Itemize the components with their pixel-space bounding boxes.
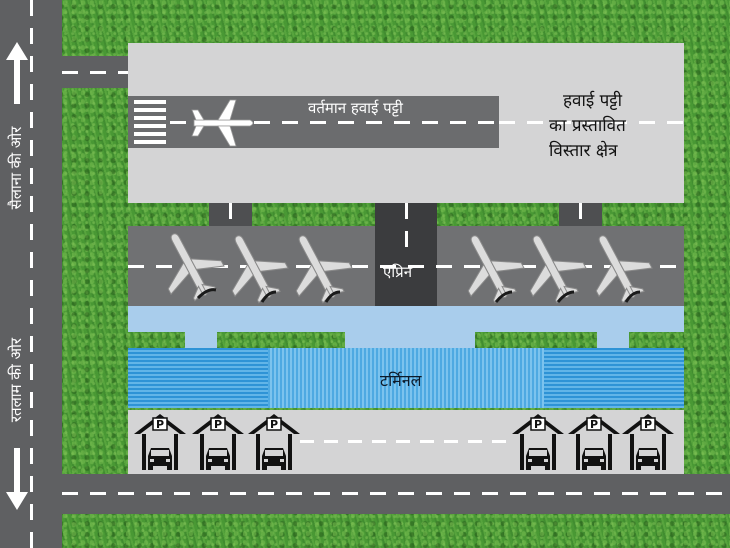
expansion-centerline: [499, 121, 684, 124]
walkway-connector-right: [597, 332, 629, 348]
expansion-label-line1: हवाई पट्टी: [563, 91, 623, 111]
parking-lane-line: [300, 440, 510, 443]
towards-sailana-label: सैलाना की ओर: [7, 126, 25, 210]
parking-icon: [247, 413, 301, 471]
parking-icon: [567, 413, 621, 471]
airplane-icon: [146, 219, 233, 308]
current-runway-label: वर्तमान हवाई पट्टी: [308, 99, 403, 117]
walkway: [128, 306, 684, 332]
left-road-divider: [30, 0, 33, 548]
walkway-connector-center: [345, 332, 475, 348]
terminal-right-wing: [544, 348, 684, 408]
top-connector-divider: [62, 71, 132, 74]
arrow-up-icon: [6, 42, 28, 104]
towards-ratlam-label: रतलाम की ओर: [7, 337, 25, 423]
parking-icon: [511, 413, 565, 471]
airplane-icon: [574, 221, 661, 308]
airplane-icon: [446, 221, 533, 308]
runway-threshold-markings: [134, 100, 166, 144]
runway-centerline: [170, 121, 499, 124]
apron-centerline: [128, 265, 684, 268]
taxiway-center-line: [405, 203, 408, 253]
expansion-label-line2: का प्रस्तावित: [549, 116, 626, 136]
arrow-down-icon: [6, 448, 28, 510]
expansion-label-line3: विस्तार क्षेत्र: [549, 141, 618, 161]
apron-airplanes: [146, 219, 661, 308]
apron-label: एप्रिन: [383, 263, 413, 281]
terminal-label: टर्मिनल: [380, 371, 422, 390]
airplane-icon: [191, 99, 254, 147]
walkway-connector-left: [185, 332, 217, 348]
terminal-center: [268, 348, 544, 408]
parking-icon: [133, 413, 187, 471]
parking-icon: [191, 413, 245, 471]
apron-center: [375, 253, 437, 306]
terminal-left-wing: [128, 348, 268, 408]
parking-garages: P: [133, 413, 675, 471]
airplane-icon: [274, 221, 361, 308]
parking-icon: [621, 413, 675, 471]
bottom-road-divider: [62, 492, 730, 495]
